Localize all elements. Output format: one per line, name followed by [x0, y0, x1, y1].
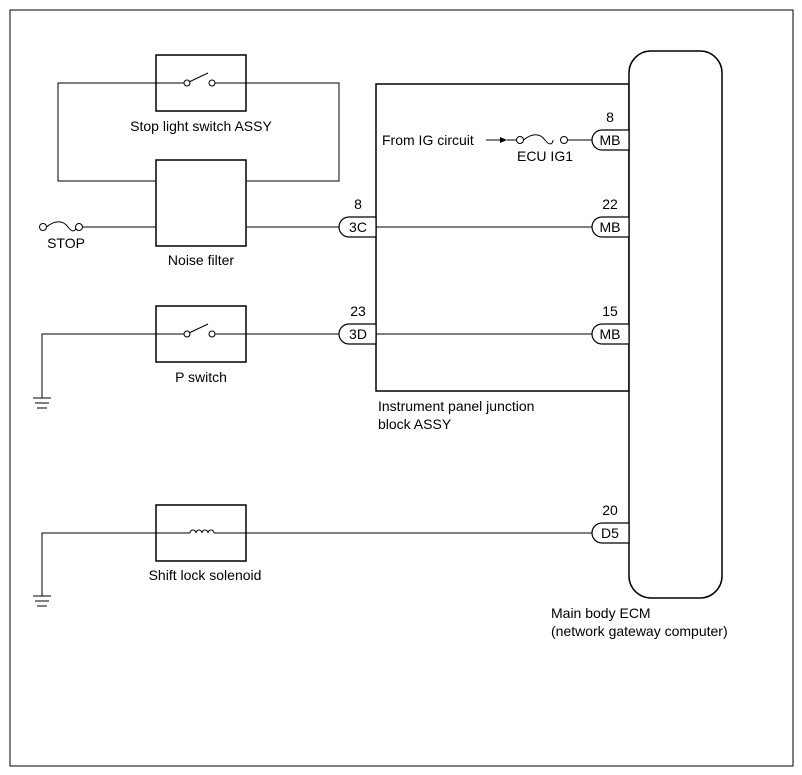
connector-3c: 3C [338, 216, 377, 238]
p-switch [155, 305, 247, 363]
stop-fuse-label: STOP [47, 235, 85, 251]
shift-lock-solenoid [155, 504, 247, 562]
noise-filter-label: Noise filter [168, 252, 234, 268]
connector-3c-pin: 8 [354, 196, 362, 212]
shift-lock-solenoid-label: Shift lock solenoid [149, 567, 262, 583]
ecm-label-line1: Main body ECM [551, 605, 651, 621]
instrument-panel-junction-block [375, 83, 630, 392]
from-ig-arrow [486, 137, 517, 143]
shift-lock-ground [33, 532, 156, 607]
junction-block-label-line1: Instrument panel junction [378, 398, 534, 414]
ecu-ig1-fuse-label: ECU IG1 [517, 148, 573, 164]
svg-text:MB: MB [600, 326, 621, 342]
p-switch-label: P switch [175, 369, 227, 385]
svg-text:3D: 3D [349, 326, 367, 342]
connector-mb-8-pin: 8 [606, 109, 614, 125]
stop-light-switch-label: Stop light switch ASSY [130, 118, 272, 134]
connector-mb-22: MB [591, 216, 630, 238]
connector-mb-15-pin: 15 [602, 303, 618, 319]
connector-d5: D5 [591, 522, 630, 544]
stop-light-switch-loop-wires [57, 82, 340, 182]
p-switch-ground [33, 333, 156, 409]
connector-mb-8: MB [591, 129, 630, 151]
connector-mb-15: MB [591, 323, 630, 345]
diagram-frame [9, 9, 794, 767]
ecm-label-line2: (network gateway computer) [551, 623, 728, 639]
main-body-ecm [628, 50, 723, 599]
noise-filter [155, 159, 247, 247]
svg-text:MB: MB [600, 219, 621, 235]
connector-3d-pin: 23 [350, 303, 366, 319]
from-ig-circuit-label: From IG circuit [382, 132, 474, 148]
svg-text:3C: 3C [349, 219, 367, 235]
ecu-ig1-fuse [516, 134, 592, 145]
svg-text:D5: D5 [601, 525, 619, 541]
stop-light-switch [155, 54, 247, 112]
svg-text:MB: MB [600, 132, 621, 148]
junction-block-label-line2: block ASSY [378, 416, 452, 432]
connector-mb-22-pin: 22 [602, 196, 618, 212]
stop-fuse [39, 221, 156, 232]
connector-d5-pin: 20 [602, 502, 618, 518]
connector-3d: 3D [338, 323, 377, 345]
